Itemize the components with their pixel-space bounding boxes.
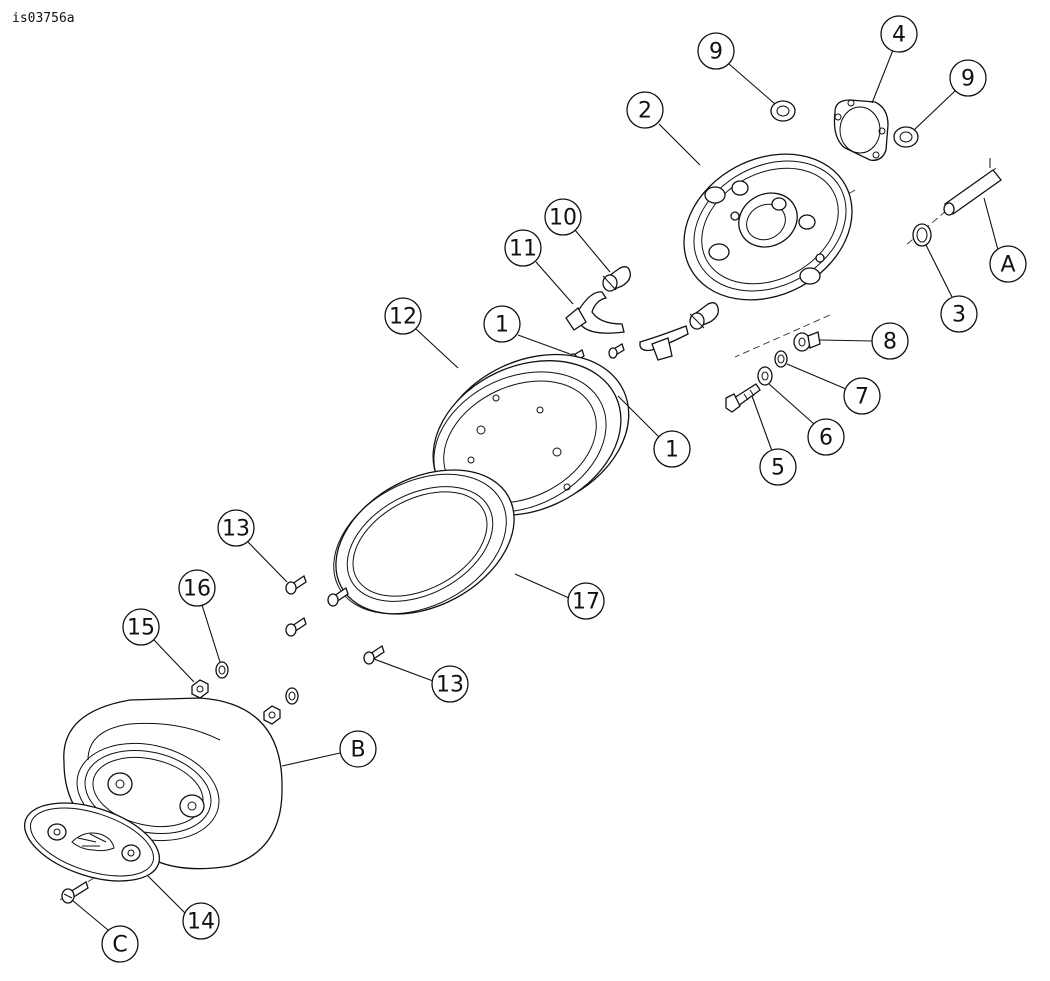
svg-text:14: 14: [187, 910, 215, 935]
svg-text:16: 16: [183, 577, 211, 602]
part-13-screws: [285, 574, 385, 665]
svg-text:B: B: [350, 738, 365, 763]
callout-9-upper: 9: [697, 32, 735, 70]
callout-9-right: 9: [949, 59, 987, 97]
svg-text:12: 12: [389, 305, 417, 330]
part-c-screw: [61, 881, 89, 904]
part-11-hose-lower: [639, 325, 689, 361]
callout-11: 11: [504, 229, 542, 267]
callout-1-lower: 1: [653, 430, 691, 468]
callout-4: 4: [880, 15, 918, 53]
part-10-breather-fitting-2: [689, 302, 719, 330]
figure-id: is03756a: [12, 11, 75, 26]
svg-text:C: C: [112, 933, 127, 958]
part-16-lockwasher-2: [285, 687, 299, 705]
part-4-gasket: [833, 99, 889, 161]
callout-12: 12: [384, 297, 422, 335]
svg-text:7: 7: [855, 385, 869, 410]
part-1-screw-b: [608, 343, 625, 359]
svg-text:4: 4: [892, 23, 906, 48]
callout-8: 8: [871, 322, 909, 360]
svg-text:13: 13: [436, 673, 464, 698]
svg-text:17: 17: [572, 590, 600, 615]
part-15-nut-2: [263, 705, 281, 725]
callout-14: 14: [182, 902, 220, 940]
svg-text:1: 1: [495, 313, 509, 338]
callouts: 1 1 2 3 4 5: [71, 15, 1027, 963]
callout-13-lower: 13: [431, 665, 469, 703]
svg-text:15: 15: [127, 616, 155, 641]
part-14-trim-insert: [23, 802, 161, 882]
part-3-clip: [912, 223, 932, 247]
part-16-lockwasher: [215, 661, 229, 679]
part-9-bushing-right: [893, 126, 919, 148]
callout-16: 16: [178, 569, 216, 607]
callout-15: 15: [122, 608, 160, 646]
svg-text:1: 1: [665, 438, 679, 463]
part-11-hose-upper: [565, 291, 625, 334]
callout-17: 17: [567, 582, 605, 620]
svg-text:3: 3: [952, 303, 966, 328]
callout-c: C: [101, 925, 139, 963]
part-a-rod: [943, 158, 1002, 216]
callout-10: 10: [544, 198, 582, 236]
svg-text:13: 13: [222, 517, 250, 542]
svg-text:9: 9: [961, 67, 975, 92]
part-5-bolt: [725, 383, 761, 413]
part-8-grommet: [793, 331, 821, 352]
callout-2: 2: [626, 91, 664, 129]
svg-text:10: 10: [549, 206, 577, 231]
part-2-backplate: [683, 153, 853, 301]
part-10-breather-fitting: [602, 266, 631, 292]
part-9-bushing-upper: [770, 100, 796, 122]
svg-text:6: 6: [819, 426, 833, 451]
callout-13-upper: 13: [217, 509, 255, 547]
svg-text:5: 5: [771, 456, 785, 481]
callout-a: A: [989, 245, 1027, 283]
callout-5: 5: [759, 448, 797, 486]
part-15-nut: [191, 679, 209, 699]
svg-text:9: 9: [709, 40, 723, 65]
part-17-filter-ring: [333, 469, 515, 615]
callout-6: 6: [807, 418, 845, 456]
svg-text:11: 11: [509, 237, 537, 262]
callout-1-upper: 1: [483, 305, 521, 343]
part-7-washer: [774, 350, 788, 368]
callout-7: 7: [843, 377, 881, 415]
callout-b: B: [339, 730, 377, 768]
svg-text:2: 2: [638, 99, 652, 124]
part-6-washer: [757, 366, 773, 386]
svg-text:A: A: [1000, 253, 1015, 278]
svg-text:8: 8: [883, 330, 897, 355]
callout-3: 3: [940, 295, 978, 333]
